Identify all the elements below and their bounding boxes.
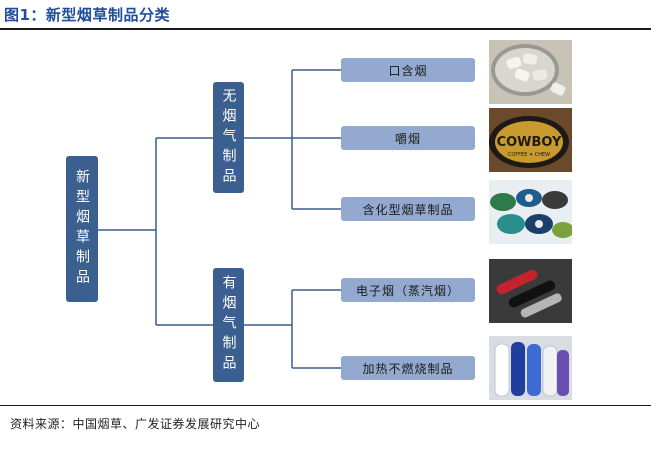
root-node: 新型烟草制品 [66, 156, 98, 302]
leaf-node-dissolvable: 含化型烟草制品 [341, 197, 475, 221]
leaf-node-heated-tobacco: 加热不燃烧制品 [341, 356, 475, 380]
bottom-rule [0, 405, 651, 406]
top-rule [0, 28, 651, 30]
group-node-smoke: 有烟气制品 [213, 268, 244, 382]
cowboy-chew-tin-photo: COWBOY COFFEE ✦ CHEW [489, 108, 572, 172]
snus-pouches-tin-photo [489, 40, 572, 104]
e-cigarette-devices-photo [489, 259, 572, 323]
group-node-smokeless: 无烟气制品 [213, 82, 244, 193]
svg-text:COFFEE ✦ CHEW: COFFEE ✦ CHEW [508, 152, 550, 158]
source-note: 资料来源：中国烟草、广发证券发展研究中心 [10, 417, 261, 431]
dissolvable-tobacco-tins-photo [489, 180, 572, 244]
leaf-node-chewing-tobacco: 嚼烟 [341, 126, 475, 150]
svg-text:COWBOY: COWBOY [497, 135, 562, 150]
leaf-node-e-cigarette: 电子烟（蒸汽烟） [341, 278, 475, 302]
leaf-node-snus: 口含烟 [341, 58, 475, 82]
figure-title: 图1：新型烟草制品分类 [4, 6, 170, 24]
heated-tobacco-devices-photo [489, 336, 572, 400]
